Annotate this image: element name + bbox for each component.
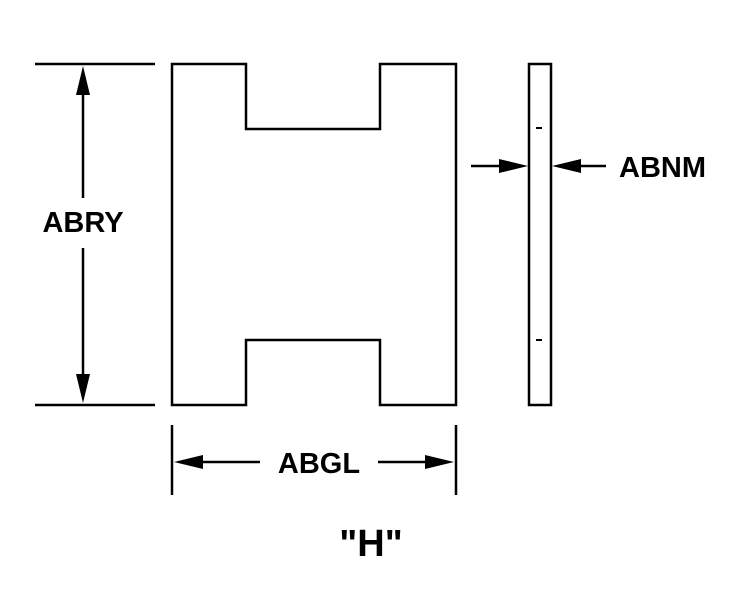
height-arrow-down-icon [76, 374, 90, 403]
width-dimension: ABGL [170, 425, 458, 495]
h-shape-front-view [170, 62, 458, 407]
width-arrow-left-icon [174, 455, 203, 469]
shape-label: "H" [339, 523, 402, 565]
height-arrow-up-icon [76, 66, 90, 95]
width-label: ABGL [278, 448, 360, 480]
thickness-label: ABNM [619, 152, 706, 184]
h-shape-side-view [527, 62, 553, 407]
width-arrow-right-icon [425, 455, 454, 469]
height-dimension: ABRY [35, 62, 155, 407]
height-label: ABRY [42, 207, 123, 239]
thickness-dimension: ABNM [471, 152, 706, 184]
thickness-arrow-left-icon [552, 159, 581, 173]
thickness-arrow-right-icon [499, 159, 528, 173]
